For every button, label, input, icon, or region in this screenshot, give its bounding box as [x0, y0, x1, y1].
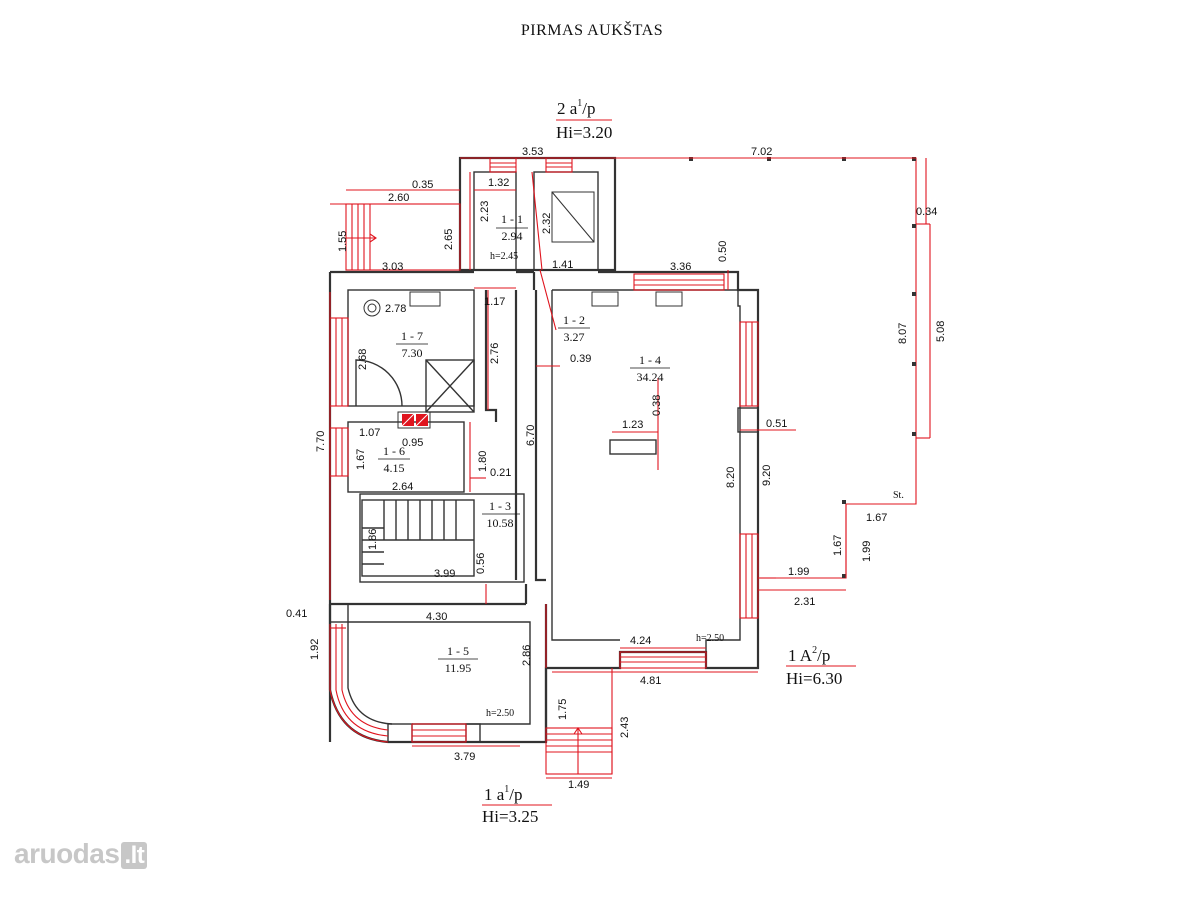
dim-1-80: 1.80 — [477, 451, 489, 472]
floor-label-bottom: 1 a1/p Hi=3.25 — [482, 784, 552, 826]
dim-1-67a: 1.67 — [355, 449, 367, 470]
svg-text:7.30: 7.30 — [402, 346, 423, 360]
svg-text:Hi=3.20: Hi=3.20 — [556, 123, 612, 142]
dimension-lines — [329, 157, 927, 779]
svg-text:1 - 7: 1 - 7 — [401, 329, 423, 343]
dim-0-34: 0.34 — [916, 206, 937, 218]
dim-2-23: 2.23 — [479, 201, 491, 222]
dim-2-65: 2.65 — [443, 229, 455, 250]
dim-1-99b: 1.99 — [788, 566, 809, 578]
dim-1-49: 1.49 — [568, 779, 589, 791]
room-label-1-3: 1 - 3 10.58 — [482, 499, 520, 530]
height-label-1-5: h=2.50 — [486, 708, 514, 719]
walls — [328, 156, 760, 744]
svg-text:2.94: 2.94 — [502, 229, 523, 243]
svg-text:3.27: 3.27 — [564, 330, 585, 344]
svg-text:1 - 1: 1 - 1 — [501, 212, 523, 226]
svg-text:34.24: 34.24 — [637, 370, 664, 384]
dim-0-41: 0.41 — [286, 608, 307, 620]
svg-text:Hi=6.30: Hi=6.30 — [786, 669, 842, 688]
dim-1-92: 1.92 — [309, 639, 321, 660]
dim-1-17: 1.17 — [484, 296, 505, 308]
svg-text:1 - 6: 1 - 6 — [383, 444, 405, 458]
dim-9-20: 9.20 — [761, 465, 773, 486]
svg-text:1 a1/p: 1 a1/p — [484, 784, 523, 804]
room-label-1-6: 1 - 6 4.15 — [378, 444, 410, 475]
aruodas-logo: aruodas.lt — [14, 838, 148, 870]
dim-2-76: 2.76 — [489, 343, 501, 364]
dim-6-70: 6.70 — [525, 425, 537, 446]
floor-label-top: 2 a1/p Hi=3.20 — [556, 98, 612, 142]
dim-2-43: 2.43 — [619, 717, 631, 738]
svg-text:1 - 2: 1 - 2 — [563, 313, 585, 327]
room-label-1-2: 1 - 2 3.27 — [558, 313, 590, 344]
dim-1-41: 1.41 — [552, 259, 573, 271]
svg-text:10.58: 10.58 — [487, 516, 514, 530]
dim-8-07: 8.07 — [897, 323, 909, 344]
plan-title: PIRMAS AUKŠTAS — [521, 20, 663, 39]
dim-0-56: 0.56 — [475, 553, 487, 574]
dimension-labels: 3.53 7.02 1.32 0.35 2.60 2.23 2.65 2.32 … — [286, 146, 947, 791]
dim-2-64: 2.64 — [392, 481, 413, 493]
dim-0-35: 0.35 — [412, 179, 433, 191]
svg-text:Hi=3.25: Hi=3.25 — [482, 807, 538, 826]
dim-1-86: 1.86 — [367, 529, 379, 550]
room-label-1-7: 1 - 7 7.30 — [396, 329, 428, 360]
dim-7-02: 7.02 — [751, 146, 772, 158]
dim-1-67c: 1.67 — [832, 535, 844, 556]
svg-text:1 A2/p: 1 A2/p — [788, 645, 830, 665]
room-label-1-4: 1 - 4 34.24 — [630, 353, 670, 384]
dim-1-23: 1.23 — [622, 419, 643, 431]
dim-2-60: 2.60 — [388, 192, 409, 204]
svg-text:1 - 3: 1 - 3 — [489, 499, 511, 513]
terrace-label: St. — [893, 490, 904, 501]
dim-1-75: 1.75 — [557, 699, 569, 720]
dim-5-08: 5.08 — [935, 321, 947, 342]
svg-text:1 - 4: 1 - 4 — [639, 353, 661, 367]
red-layer — [329, 157, 931, 775]
dim-0-38: 0.38 — [651, 395, 663, 416]
svg-text:1 - 5: 1 - 5 — [447, 644, 469, 658]
dim-3-53: 3.53 — [522, 146, 543, 158]
height-label-1-4: h=2.50 — [696, 633, 724, 644]
dim-0-51: 0.51 — [766, 418, 787, 430]
dim-2-32: 2.32 — [541, 213, 553, 234]
dim-4-81: 4.81 — [640, 675, 661, 687]
dim-2-78: 2.78 — [385, 303, 406, 315]
height-label-1-1: h=2.45 — [490, 251, 518, 262]
dim-1-55: 1.55 — [337, 231, 349, 252]
svg-text:4.15: 4.15 — [384, 461, 405, 475]
room-label-1-5: 1 - 5 11.95 — [438, 644, 478, 675]
dim-0-39: 0.39 — [570, 353, 591, 365]
dim-3-03: 3.03 — [382, 261, 403, 273]
dim-0-95: 0.95 — [402, 437, 423, 449]
dim-3-99: 3.99 — [434, 568, 455, 580]
floor-label-right: 1 A2/p Hi=6.30 — [786, 645, 856, 688]
dim-2-86: 2.86 — [521, 645, 533, 666]
svg-text:11.95: 11.95 — [445, 661, 472, 675]
dim-3-79: 3.79 — [454, 751, 475, 763]
dim-1-99a: 1.99 — [861, 541, 873, 562]
dim-2-31: 2.31 — [794, 596, 815, 608]
dim-0-50: 0.50 — [717, 241, 729, 262]
dim-2-68: 2.68 — [357, 349, 369, 370]
dim-8-20: 8.20 — [725, 467, 737, 488]
dim-0-21: 0.21 — [490, 467, 511, 479]
svg-text:2 a1/p: 2 a1/p — [557, 98, 596, 118]
dim-4-24: 4.24 — [630, 635, 651, 647]
dim-3-36: 3.36 — [670, 261, 691, 273]
dim-1-32: 1.32 — [488, 177, 509, 189]
dim-1-67b: 1.67 — [866, 512, 887, 524]
dim-7-70: 7.70 — [315, 431, 327, 452]
dim-1-07: 1.07 — [359, 427, 380, 439]
dim-4-30: 4.30 — [426, 611, 447, 623]
room-label-1-1: 1 - 1 2.94 — [496, 212, 528, 243]
